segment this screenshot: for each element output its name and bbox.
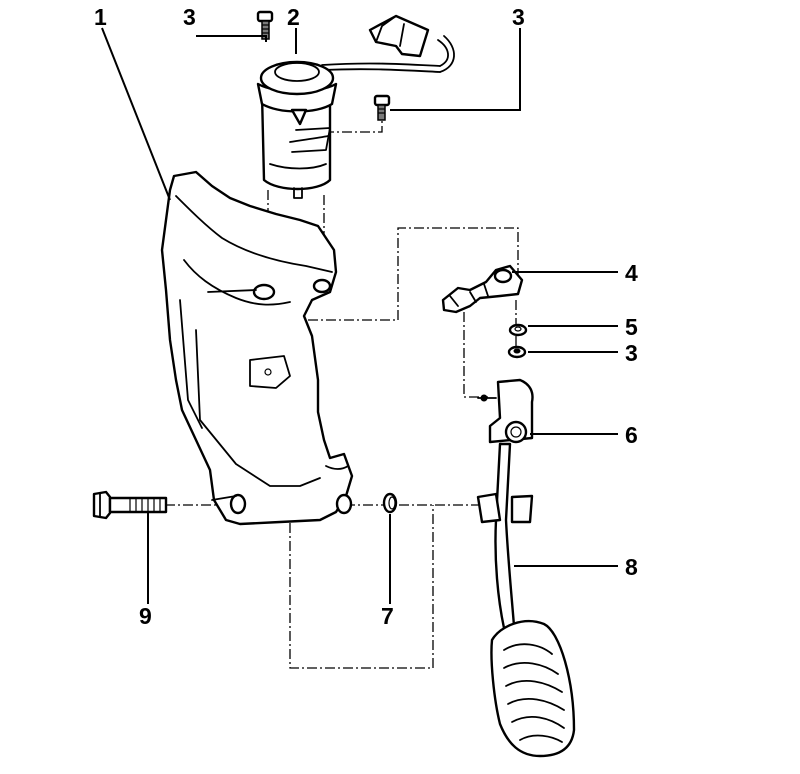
pedal-bracket [160, 170, 354, 526]
nut-3 [507, 345, 527, 359]
callout-9: 9 [139, 603, 152, 629]
callout-5: 5 [625, 314, 638, 340]
washer [508, 323, 528, 337]
bushing [382, 492, 398, 514]
pedal-pivot-block [477, 378, 534, 444]
screw-top-left [256, 10, 274, 40]
callout-3-top-right: 3 [512, 4, 525, 30]
callout-7: 7 [381, 603, 394, 629]
leader-lines [101, 27, 618, 604]
callout-labels: 1 3 2 3 4 5 3 6 8 9 7 [94, 4, 638, 629]
callout-6: 6 [625, 422, 638, 448]
accelerator-pedal [476, 442, 576, 758]
clamp-lever [441, 264, 524, 314]
callout-3-nut: 3 [625, 340, 638, 366]
pivot-bolt [92, 490, 168, 520]
callout-2: 2 [287, 4, 300, 30]
screw-right [373, 94, 391, 121]
callout-3-top-left: 3 [183, 4, 196, 30]
throttle-sender-unit [256, 14, 455, 199]
callout-4: 4 [625, 260, 638, 286]
callout-8: 8 [625, 554, 638, 580]
callout-1: 1 [94, 4, 107, 30]
